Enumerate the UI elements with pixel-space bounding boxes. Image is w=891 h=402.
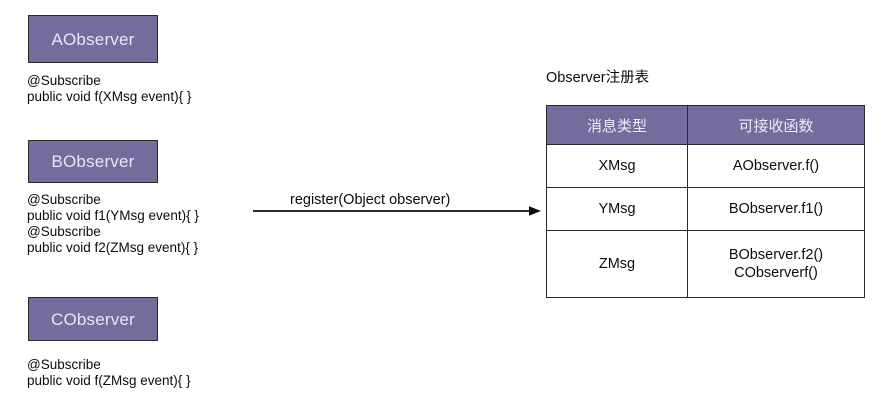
observer-box-cobserver: CObserver bbox=[28, 297, 158, 341]
cell-receivable-functions: AObserver.f() bbox=[687, 144, 865, 188]
cell-message-type: ZMsg bbox=[546, 230, 688, 298]
function-entry: CObserverf() bbox=[734, 265, 818, 281]
table-header-receivable-functions: 可接收函数 bbox=[687, 105, 865, 145]
cell-receivable-functions: BObserver.f1() bbox=[687, 187, 865, 231]
observer-box-label: BObserver bbox=[51, 152, 135, 171]
register-arrow-label: register(Object observer) bbox=[290, 192, 451, 208]
observer-box-aobserver: AObserver bbox=[28, 15, 158, 63]
observer-code-cobserver: @Subscribe public void f(ZMsg event){ } bbox=[27, 357, 191, 388]
registry-table: 消息类型 可接收函数 XMsg AObserver.f() YMsg BObse… bbox=[546, 105, 865, 298]
observer-box-label: CObserver bbox=[51, 309, 135, 329]
table-row: ZMsg BObserver.f2() CObserverf() bbox=[546, 230, 865, 298]
table-row: YMsg BObserver.f1() bbox=[546, 187, 865, 231]
cell-message-type: XMsg bbox=[546, 144, 688, 188]
register-arrow bbox=[253, 200, 543, 227]
observer-box-bobserver: BObserver bbox=[28, 140, 158, 183]
arrow-right-icon bbox=[253, 206, 541, 216]
observer-code-bobserver: @Subscribe public void f1(YMsg event){ }… bbox=[27, 192, 199, 255]
observer-code-aobserver: @Subscribe public void f(XMsg event){ } bbox=[27, 73, 192, 104]
function-entry: BObserver.f2() bbox=[728, 247, 824, 263]
table-header-message-type: 消息类型 bbox=[546, 105, 688, 145]
cell-receivable-functions: BObserver.f2() CObserverf() bbox=[687, 230, 865, 298]
table-header-row: 消息类型 可接收函数 bbox=[546, 105, 865, 145]
cell-message-type: YMsg bbox=[546, 187, 688, 231]
table-row: XMsg AObserver.f() bbox=[546, 144, 865, 188]
observer-box-label: AObserver bbox=[51, 29, 135, 49]
registry-table-title: Observer注册表 bbox=[546, 70, 650, 86]
